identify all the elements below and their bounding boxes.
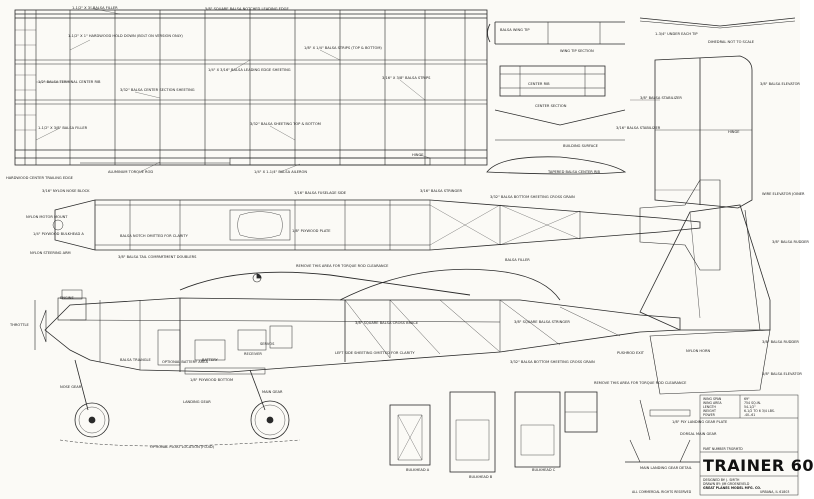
- bulkhead-details: [389, 391, 598, 473]
- callout-label: ALUMINUM TORQUE ROD: [108, 170, 154, 174]
- spec-value: 6-1/2 TO 6 3/4 LBS.: [744, 409, 775, 413]
- drawn-by-credit: DRAWN BY: JIM GROENEVELD: [703, 482, 750, 486]
- callout-label: SERVOS: [260, 342, 275, 346]
- callout-label: WING TIP SECTION: [560, 49, 594, 53]
- callout-label: 1-1/2" X 1" HARDWOOD HOLD DOWN (BOLT ON …: [68, 34, 183, 38]
- callout-label: 1/4" X 3/16" BALSA LEADING EDGE SHEETING: [208, 68, 291, 72]
- callout-label: 5/8" SQUARE BALSA NOTCHED LEADING EDGE: [205, 7, 289, 11]
- callout-label: ENGINE: [60, 296, 74, 300]
- callout-label: 3/8" BALSA RUDDER: [762, 340, 799, 344]
- callout-label: BATTERY: [202, 358, 218, 362]
- callout-label: 1/4" X 1-1/4" BALSA AILERON: [254, 170, 308, 174]
- callout-label: OPTIONAL BATTERY AREA: [162, 360, 208, 364]
- spec-key: WEIGHT: [703, 409, 716, 413]
- callout-label: 3/8" SQUARE BALSA STRINGER: [514, 320, 570, 324]
- plan-title: TRAINER 60: [703, 456, 814, 475]
- callout-label: HINGE: [412, 153, 424, 157]
- callout-label: HINGE: [728, 130, 740, 134]
- part-number: PART NUMBER TRGRMTD: [703, 447, 743, 451]
- publisher-location: URBANA, IL 61803: [760, 490, 790, 494]
- wing-plan: [14, 7, 488, 173]
- callout-label: REMOVE THIS AREA FOR TORQUE ROD CLEARANC…: [594, 381, 687, 385]
- callout-label: 3/16" X 3/8" BALSA STRIPS: [382, 76, 431, 80]
- callout-label: 3/16" BALSA FUSELAGE SIDE: [294, 191, 347, 195]
- callout-label: DIHEDRAL NOT TO SCALE: [708, 40, 755, 44]
- callout-label: 3/8" BALSA STABILIZER: [640, 96, 682, 100]
- callout-label: 1/8" X 1/4" BALSA STRIPS (TOP & BOTTOM): [304, 46, 382, 50]
- wing-tip-section: [487, 21, 625, 45]
- callout-label: BULKHEAD A: [406, 468, 430, 472]
- callout-label: REMOVE THIS AREA FOR TORQUE ROD CLEARANC…: [296, 264, 389, 268]
- callout-label: 1/2" BALSA TERMINAL CENTER RIB: [38, 80, 101, 84]
- spec-key: WING SPAN: [703, 397, 722, 401]
- callout-label: NOSE GEAR: [60, 385, 82, 389]
- callout-label: OPTIONAL FLOAT LOCATION (FLUID): [150, 445, 215, 449]
- publisher: GREAT PLANES MODEL MFG. CO.: [703, 486, 762, 490]
- spec-value: 754 SQ.IN.: [744, 401, 761, 405]
- callout-label: 1/8" PLYWOOD BOTTOM: [190, 378, 234, 382]
- callout-label: 3/8" SQUARE BALSA CROSS BRACE: [355, 321, 419, 325]
- callout-label: 1/4" PLYWOOD BULKHEAD A: [33, 232, 84, 236]
- callout-label: TAPERED BALSA CENTER RIB: [548, 170, 600, 174]
- callout-label: 3/32" BALSA BOTTOM SHEETING CROSS GRAIN: [490, 195, 575, 199]
- spec-value: 69": [744, 397, 750, 401]
- callout-label: PUSHROD EXIT: [617, 351, 645, 355]
- dihedral-diagram: [639, 17, 796, 29]
- callout-label: 1-3/4" UNDER EACH TIP: [655, 32, 698, 36]
- callout-label: WIRE ELEVATOR JOINER: [762, 192, 805, 196]
- callout-label: BALSA FILLER: [505, 258, 530, 262]
- callout-label: LANDING GEAR: [183, 400, 211, 404]
- callout-label: MAIN LANDING GEAR DETAIL: [640, 466, 692, 470]
- callout-label: 3/16" BALSA STRINGER: [420, 189, 463, 193]
- callout-label: 3/8" BALSA ELEVATOR: [760, 82, 800, 86]
- callout-label: 3/32" BALSA CENTER SECTION SHEETING: [120, 88, 195, 92]
- callout-label: 3/8" BALSA TAIL COMPARTMENT DOUBLERS: [118, 255, 197, 259]
- callout-label: BALSA TRIANGLE: [120, 358, 151, 362]
- callout-label: BULKHEAD B: [469, 475, 493, 479]
- callout-label: NYLON STEERING ARM: [30, 251, 71, 255]
- callout-label: 3/8" BALSA RUDDER: [772, 240, 809, 244]
- center-section: [486, 65, 627, 175]
- callout-label: THROTTLE: [10, 323, 29, 327]
- callout-label: 3/16" BALSA STABILIZER: [616, 126, 661, 130]
- callout-label: 1-1/2" X 3" BALSA FILLER: [72, 6, 118, 10]
- callout-label: MAIN GEAR: [262, 390, 283, 394]
- callout-label: 1/8" PLYWOOD PLATE: [292, 229, 331, 233]
- callout-label: 3/8" BALSA ELEVATOR: [762, 372, 802, 376]
- callout-label: 3/32" BALSA BOTTOM SHEETING CROSS GRAIN: [510, 360, 595, 364]
- callout-label: DORSAL MAIN GEAR: [680, 432, 717, 436]
- callout-label: BALSA NOTCH OMITTED FOR CLARITY: [120, 234, 188, 238]
- spec-value: .40-.61: [744, 413, 756, 417]
- rights-notice: ALL COMMERCIAL RIGHTS RESERVED: [632, 490, 692, 494]
- callout-label: LEFT SIDE SHEETING OMITTED FOR CLARITY: [335, 351, 415, 355]
- spec-value: 54-1/2": [744, 405, 756, 409]
- callout-label: RECEIVER: [244, 352, 262, 356]
- callout-label: 3/32" BALSA SHEETING TOP & BOTTOM: [250, 122, 321, 126]
- callout-label: 1/8" PLY LANDING GEAR PLATE: [672, 420, 728, 424]
- callout-label: CENTER SECTION: [535, 104, 567, 108]
- designer-credit: DESIGNED BY: J. SMITH: [703, 478, 740, 482]
- callout-label: CENTER RIB: [528, 82, 550, 86]
- spec-key: POWER: [703, 413, 715, 417]
- callout-label: NYLON MOTOR MOUNT: [26, 215, 68, 219]
- fuselage-top-view: [52, 179, 721, 271]
- callout-label: BALSA WING TIP: [500, 28, 530, 32]
- spec-key: LENGTH: [703, 405, 716, 409]
- fuselage-side-view: [34, 204, 771, 447]
- callout-label: 3/16" NYLON NOSE BLOCK: [42, 189, 90, 193]
- callout-label: BULKHEAD C: [532, 468, 556, 472]
- spec-key: WING AREA: [703, 401, 722, 405]
- callout-label: BUILDING SURFACE: [563, 144, 598, 148]
- callout-label: NYLON HORN: [686, 349, 711, 353]
- callout-label: HARDWOOD CENTER TRAILING EDGE: [6, 176, 73, 180]
- callout-label: 1-1/2" X 3/8" BALSA FILLER: [38, 126, 88, 130]
- main-gear-detail: [625, 399, 700, 463]
